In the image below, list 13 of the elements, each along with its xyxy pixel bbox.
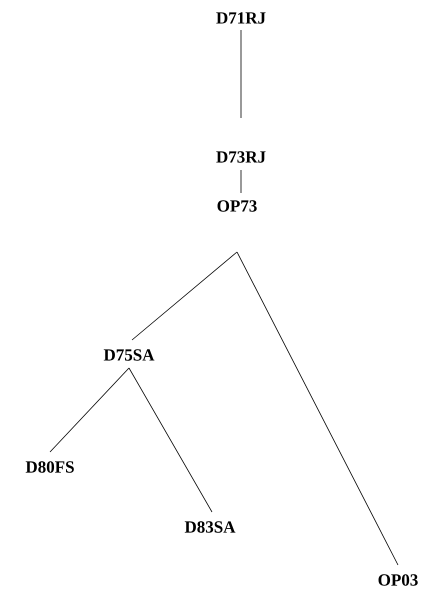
- node-label: D73RJ: [216, 151, 266, 163]
- connector-line: [132, 252, 238, 340]
- node-label: D71RJ: [216, 12, 266, 24]
- connector-line: [128, 368, 212, 512]
- node-label: D80FS: [26, 461, 74, 473]
- node-label: OP73: [218, 200, 257, 212]
- connector-line: [236, 252, 398, 566]
- node-label: D83SA: [184, 521, 236, 533]
- node-label: D75SA: [104, 349, 154, 361]
- connector-line: [240, 30, 242, 118]
- connector-line: [50, 368, 130, 452]
- connector-line: [240, 170, 242, 194]
- node-label: OP03: [378, 574, 418, 586]
